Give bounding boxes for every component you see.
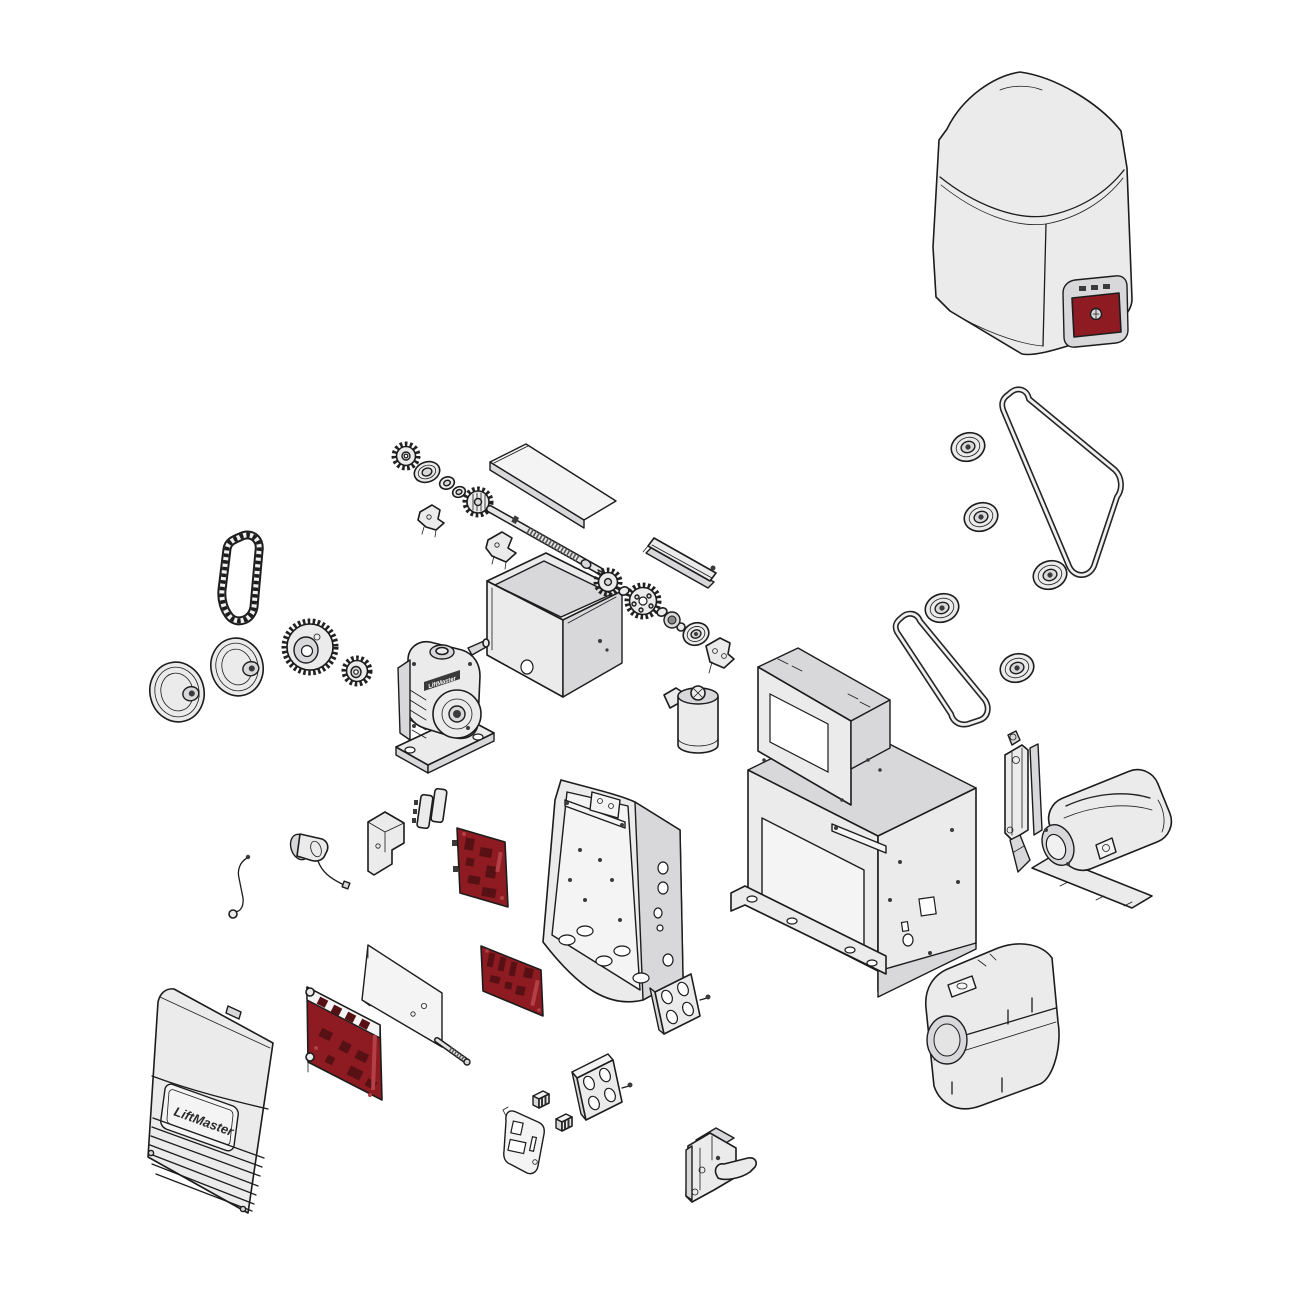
capacitor (663, 685, 719, 754)
door-logo-plate: LiftMaster (160, 1083, 239, 1152)
accessory-board (480, 945, 544, 1017)
belt-pulley-5 (999, 652, 1035, 684)
mounting-bracket-u (367, 811, 405, 876)
idler-pulley (682, 621, 710, 647)
sprocket-small (341, 655, 373, 687)
antenna-wire (228, 854, 251, 919)
limit-actuator-bracket-2 (485, 531, 517, 570)
motor-cover (925, 943, 1060, 1110)
threaded-rod (434, 1037, 471, 1066)
junction-box-2 (571, 1053, 633, 1121)
ball-bearing (663, 611, 681, 629)
board-mounting-plate (361, 944, 471, 1066)
drive-gear (593, 567, 623, 597)
motor (1031, 768, 1173, 909)
drive-chain (217, 530, 264, 626)
control-enclosure (542, 779, 684, 1003)
clutch-sprocket-assembly (624, 582, 662, 620)
drive-belt-small (892, 610, 991, 728)
worm-drive-shaft (486, 505, 608, 576)
limit-actuator-bracket-1 (417, 504, 445, 538)
front-access-door: LiftMaster (147, 988, 274, 1214)
release-lever-linkage (1004, 730, 1043, 873)
junction-box-1 (649, 973, 711, 1035)
drive-belt-large (999, 386, 1124, 578)
belt-pulley-4 (924, 592, 960, 624)
release-bracket-lever (685, 1127, 757, 1203)
slide-rail-bracket (642, 537, 717, 589)
belt-pulley-2 (963, 501, 999, 533)
v-belt-pulley-left-2 (210, 637, 264, 697)
sprocket-top (391, 441, 421, 471)
release-door (1062, 275, 1129, 348)
power-board (452, 827, 509, 908)
transformer-relay-block (412, 787, 448, 830)
chassis-frame (730, 647, 977, 998)
tension-bracket (705, 637, 735, 674)
knurled-coupling (462, 486, 494, 518)
terminal-switch-1 (532, 1090, 550, 1109)
magnet-sensor (289, 833, 351, 890)
belt-pulley-1 (950, 431, 986, 463)
sprocket-large (281, 618, 339, 676)
electrical-box-lid (489, 443, 617, 529)
terminal-switch-2 (555, 1113, 573, 1132)
main-control-board (305, 986, 383, 1101)
main-cover (932, 71, 1133, 356)
limit-switch-box (486, 552, 623, 698)
outlet-cover-plate (502, 1106, 545, 1175)
bearing-ring-set (413, 460, 467, 499)
belt-pulley-3 (1032, 559, 1068, 591)
gear-reducer: LiftMaster (395, 638, 495, 774)
v-belt-pulley-left-1 (149, 661, 205, 723)
